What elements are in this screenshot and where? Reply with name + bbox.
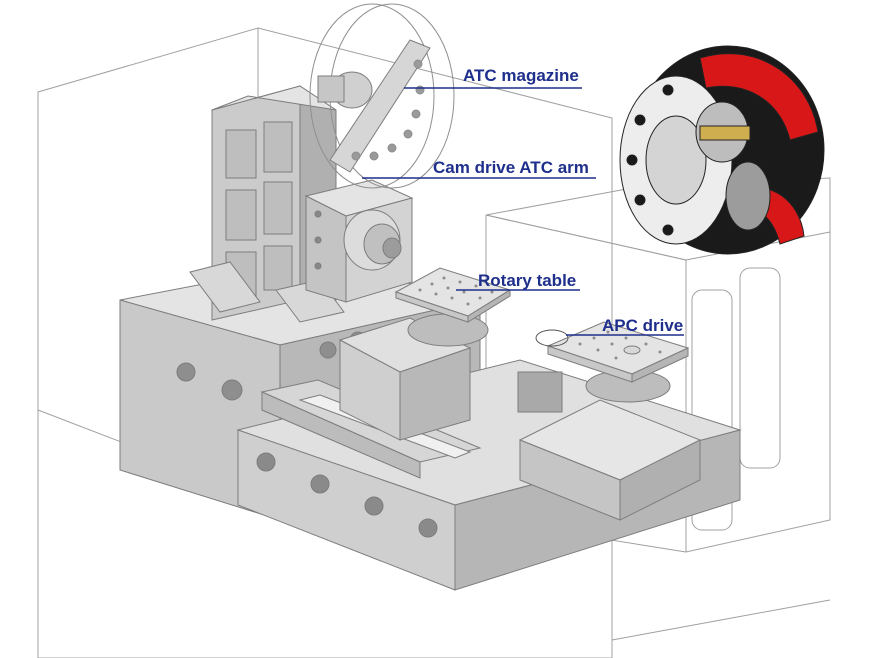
cam-drive-cutaway (619, 45, 825, 255)
atc-magazine (309, 3, 455, 189)
spindle-head (304, 179, 414, 303)
cam-drive-atc-arm-label: Cam drive ATC arm (433, 158, 589, 177)
pallet-station (338, 317, 702, 521)
apc-pallet (535, 321, 690, 403)
apc-drive-label: APC drive (602, 316, 684, 335)
callout-lines (362, 87, 684, 336)
rotary-table (394, 267, 512, 347)
rotary-table-label: Rotary table (478, 271, 577, 290)
atc-magazine-label: ATC magazine (463, 66, 579, 85)
